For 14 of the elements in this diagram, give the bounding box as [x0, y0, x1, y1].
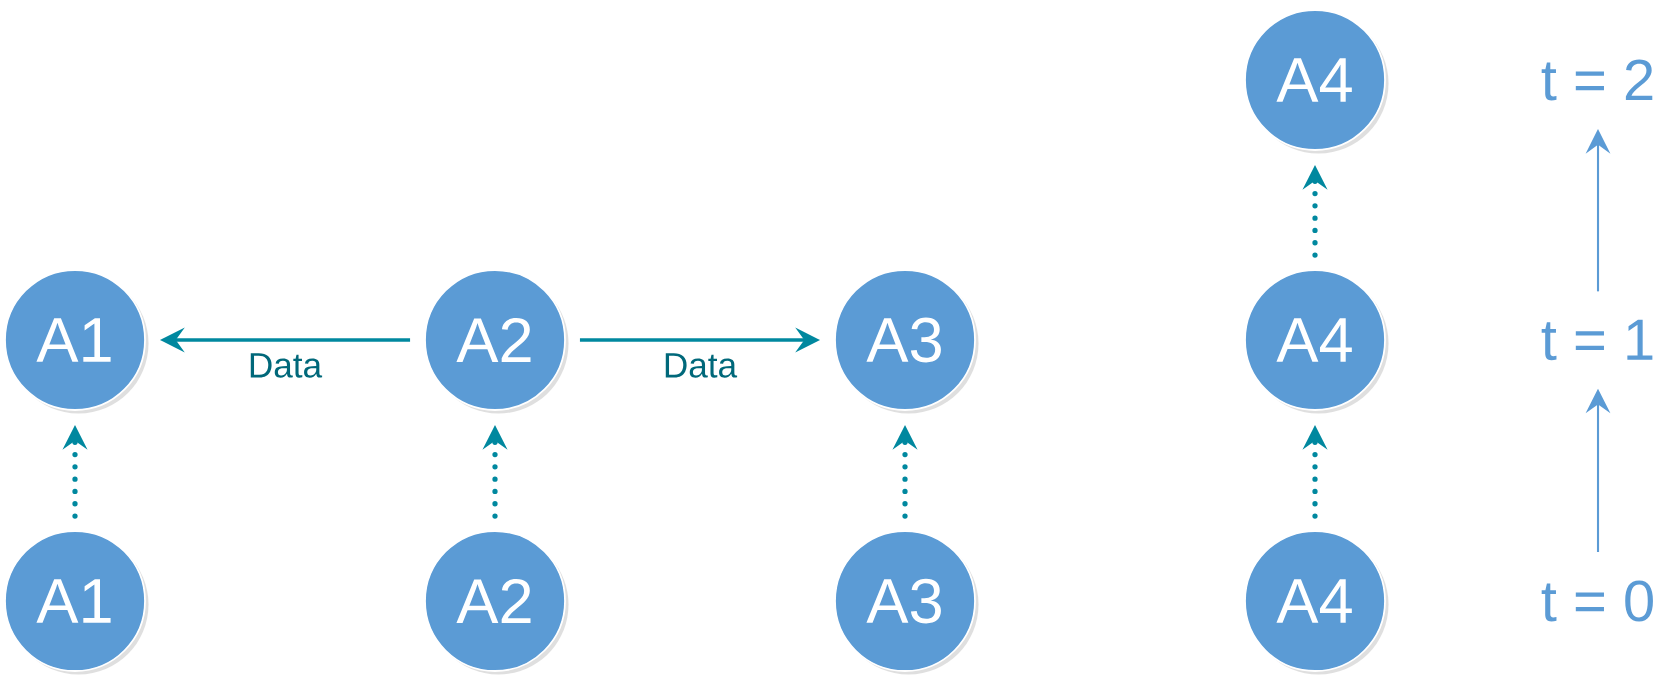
edge-label: Data — [665, 353, 738, 378]
circle-node: A4 — [1244, 269, 1389, 414]
circle-node: A2 — [424, 269, 569, 414]
circle-node: A2 — [424, 530, 569, 675]
circle-node: A4 — [1244, 9, 1389, 154]
circle-node: A4 — [1244, 530, 1389, 675]
circle-node: A1 — [4, 269, 149, 414]
circle-node: A3 — [834, 269, 979, 414]
circle-node: A3 — [834, 530, 979, 675]
time-label: t = 1 — [1541, 319, 1653, 361]
time-label: t = 2 — [1541, 59, 1653, 101]
edge-label: Data — [250, 353, 323, 378]
circle-node: A1 — [4, 530, 149, 675]
time-label: t = 0 — [1541, 580, 1653, 622]
